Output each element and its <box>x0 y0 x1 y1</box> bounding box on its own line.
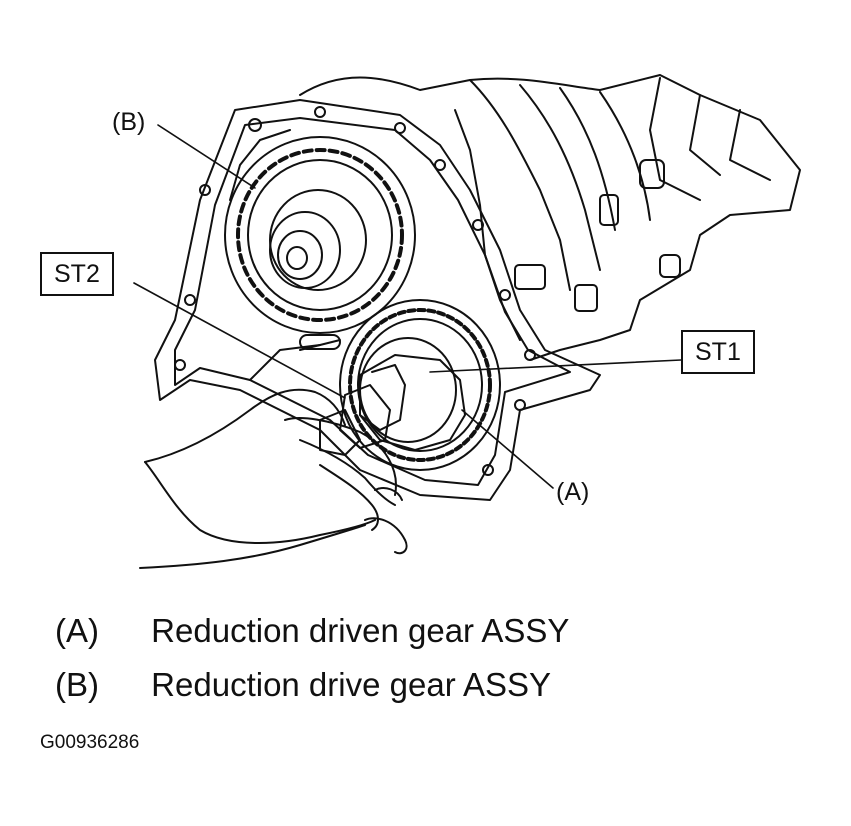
callout-st2: ST2 <box>40 252 114 296</box>
legend-key-a: (A) <box>55 612 99 649</box>
callout-b: (B) <box>112 108 146 136</box>
transmission-drawing <box>133 74 801 569</box>
special-tool <box>319 354 466 456</box>
reduction-drive-gear <box>224 129 416 334</box>
transmission-illustration <box>133 74 801 569</box>
reduction-driven-gear <box>339 299 501 471</box>
legend-key-b: (B) <box>55 666 99 703</box>
legend-text-a: Reduction driven gear ASSY <box>151 612 570 649</box>
figure-id: G00936286 <box>40 732 140 753</box>
legend-text-b: Reduction drive gear ASSY <box>151 666 552 703</box>
transmission-housing <box>299 74 801 361</box>
legend-item-b: (B) Reduction drive gear ASSY <box>55 666 551 704</box>
leader-line-st1 <box>429 359 682 373</box>
callout-st1: ST1 <box>681 330 755 374</box>
leader-line-a <box>461 409 554 489</box>
callout-a: (A) <box>556 478 590 506</box>
cover-plate <box>154 99 601 501</box>
leader-lines <box>133 124 682 489</box>
leader-line-st2 <box>133 282 346 399</box>
leader-line-b <box>157 124 256 189</box>
hand <box>139 388 408 569</box>
legend-item-a: (A) Reduction driven gear ASSY <box>55 612 569 650</box>
